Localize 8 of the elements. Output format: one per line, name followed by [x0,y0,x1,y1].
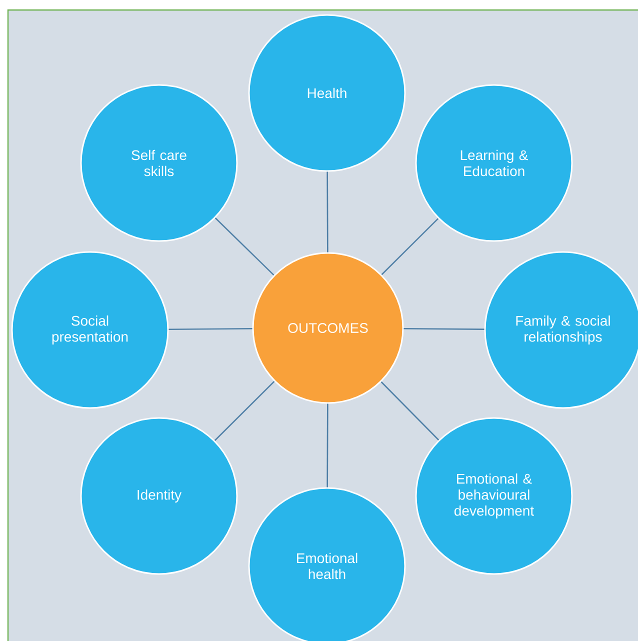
connector-line [381,218,439,276]
connector-line [326,404,328,488]
connector-line [380,381,440,440]
connector-line [214,218,274,276]
connector-line [214,380,275,441]
connector-line [404,328,484,330]
connector-line [326,172,328,252]
connector-line [168,328,252,330]
